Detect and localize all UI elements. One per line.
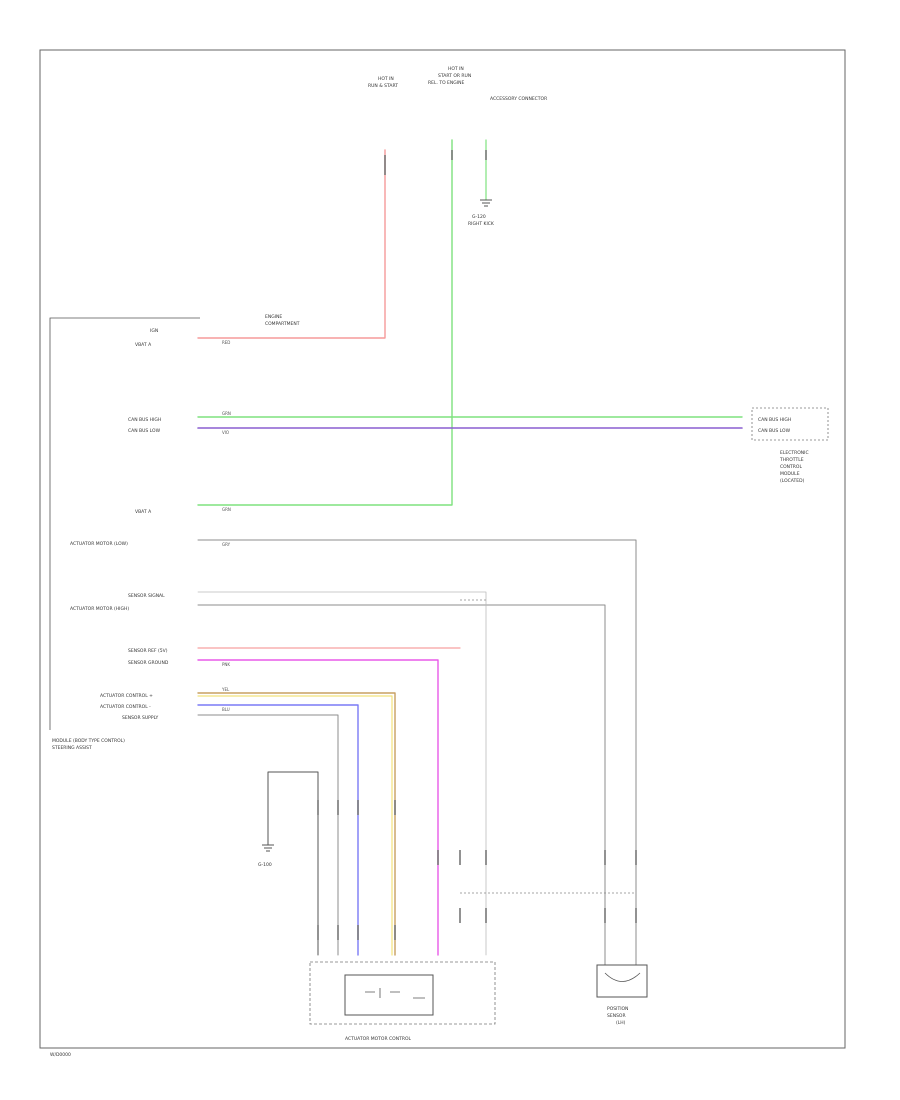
wire-label-violet: VIO [222,430,229,435]
wire-group [197,139,743,966]
wire-label-blue: BLU [222,707,230,712]
label-accessory-connector: ACCESSORY CONNECTOR [490,96,547,102]
connector-ticks [317,150,637,940]
motor-outer-box [309,961,496,1025]
sensor-box [596,964,648,998]
pin-lower-3: ACTUATOR MOTOR (HIGH) [70,606,129,612]
pin-lower-1: ACTUATOR MOTOR (LOW) [70,541,128,547]
label-right-module-5: (LOCATED) [780,478,805,484]
wire-gray-4 [197,591,487,956]
pin-can-low: CAN BUS LOW [128,428,161,434]
wire-tan [197,692,396,956]
pin-can-high: CAN BUS HIGH [128,417,161,423]
pin-vbat-upper: VBAT A [135,342,152,348]
motor-inner-box [344,974,434,1016]
wire-gray-3 [197,604,606,966]
pin-lower-5: SENSOR GROUND [128,660,169,666]
label-sensor-1: POSITION [607,1006,628,1012]
label-sensor-3: (LH) [616,1020,626,1026]
label-rel-engine: REL. TO ENGINE [428,80,464,86]
motor-symbol-icon [365,988,425,999]
pin-ign: IGN [150,328,158,334]
wire-label-pink: PNK [222,662,230,667]
label-ground-top-1: G-120 [472,214,486,220]
wire-label-green-2: GRN [222,507,231,512]
wire-label-gray: GRY [222,542,231,547]
ground-left-icon [262,844,274,852]
wire-yellow [197,695,393,956]
label-start-or-run: START OR RUN [438,73,471,79]
label-engine-comp-1: ENGINE [265,314,282,320]
pin-vbat-mid: VBAT A [135,509,152,515]
label-right-module-2: THROTTLE [779,457,804,463]
diagram-frame [39,49,846,1049]
pin-lower-6: ACTUATOR CONTROL + [100,693,153,699]
label-engine-comp-2: COMPARTMENT [265,321,300,327]
label-motor: ACTUATOR MOTOR CONTROL [345,1036,412,1042]
wire-green-vertical [197,139,453,506]
right-module-box [751,407,829,441]
pin-can-high-right: CAN BUS HIGH [758,417,791,423]
label-ground-left: G-100 [258,862,272,868]
sensor-symbol-icon [604,972,641,982]
page-code: W/D0000 [50,1052,71,1058]
pin-lower-8: SENSOR SUPPLY [122,715,159,721]
pin-lower-2: SENSOR SIGNAL [128,593,165,599]
pin-lower-4: SENSOR REF (5V) [128,648,168,654]
wire-label-red: RED [222,340,230,345]
wire-label-yellow: YEL [221,687,230,692]
wire-gray-2 [197,539,637,966]
label-run-start: RUN & START [368,83,398,89]
label-sensor-2: SENSOR [607,1013,626,1019]
label-right-module-3: CONTROL [780,464,802,470]
wire-blue [197,704,359,956]
label-ground-top-2: RIGHT KICK [468,221,495,227]
wire-ground-left [267,771,319,956]
label-right-module-1: ELECTRONIC [780,450,809,456]
left-module-outline [49,317,200,730]
pin-lower-7: ACTUATOR CONTROL - [100,704,151,710]
label-left-module-2: STEERING ASSIST [52,745,92,751]
label-left-module-1: MODULE (BODY TYPE CONTROL) [52,738,125,744]
label-hot-in-left: HOT IN [378,76,394,82]
ground-top-icon [480,199,492,207]
wire-red [197,149,386,339]
pin-can-low-right: CAN BUS LOW [758,428,791,434]
label-right-module-4: MODULE [780,471,800,477]
wire-label-green: GRN [222,411,231,416]
wire-gray-1 [197,714,339,956]
label-hot-in-center: HOT IN [448,66,464,72]
